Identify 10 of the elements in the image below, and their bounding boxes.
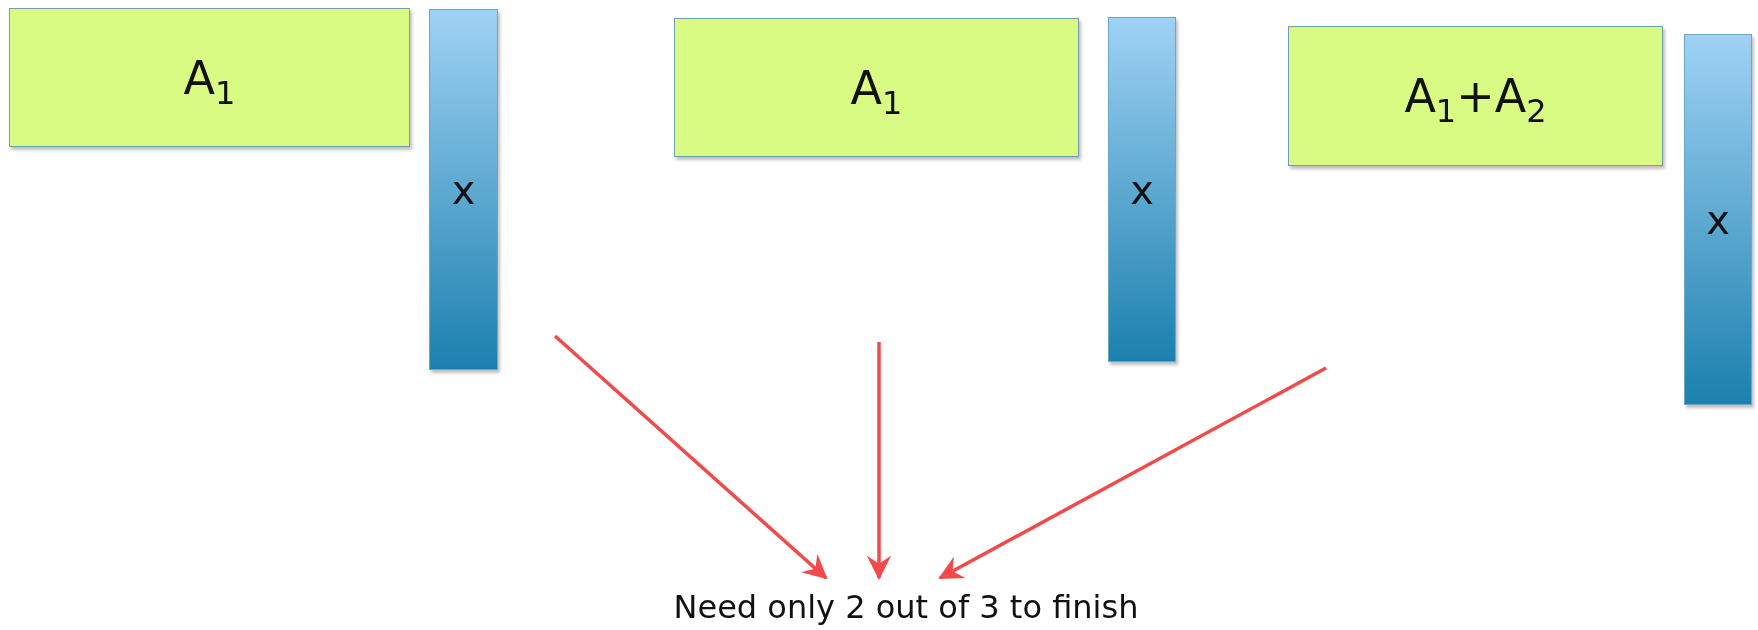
- arrow: [866, 342, 892, 581]
- vector-bar: x: [1108, 17, 1176, 362]
- vector-bar: x: [429, 9, 498, 370]
- vector-bar: x: [1684, 34, 1752, 405]
- matrix-box: A$_{1}$+A$_{2}$: [1288, 26, 1663, 166]
- arrow: [553, 334, 828, 580]
- matrix-box: A$_{1}$: [674, 18, 1079, 157]
- matrix-box: A$_{1}$: [9, 8, 410, 147]
- caption-text: Need only 2 out of 3 to finish: [620, 578, 1192, 626]
- arrow: [938, 366, 1327, 580]
